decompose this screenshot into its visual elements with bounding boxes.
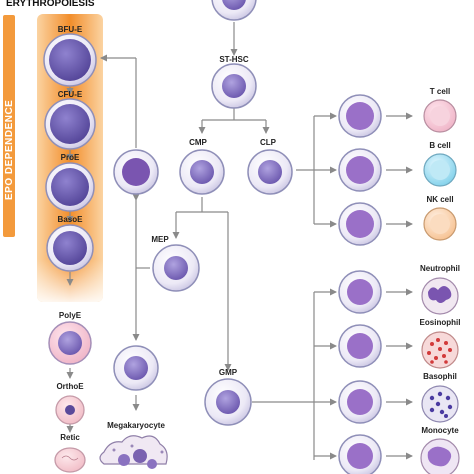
- t-cell: [423, 99, 457, 133]
- b-cell: [423, 153, 457, 187]
- basoe-label: BasoE: [58, 215, 84, 224]
- basoe-cell: [46, 224, 94, 272]
- mep-label: MEP: [151, 235, 169, 244]
- clp-label: CLP: [260, 138, 277, 147]
- eosinophil-label: Eosinophil: [420, 318, 461, 327]
- polye-label: PolyE: [59, 311, 82, 320]
- eosinophil-precursor-cell: [338, 324, 382, 368]
- bfu-e-label: BFU-E: [58, 25, 83, 34]
- nk-cell: [423, 207, 457, 241]
- mature-myeloid-cells: Neutrophil Eosinophil Basophil Monocyte: [420, 264, 461, 474]
- monocyte-cell: [420, 438, 460, 474]
- t-cell-label: T cell: [430, 87, 450, 96]
- erythroid-precursor-cell: [113, 149, 159, 195]
- st-hsc-cell: [211, 63, 257, 109]
- orthoe-label: OrthoE: [56, 382, 84, 391]
- clp-cell: [247, 149, 293, 195]
- t-precursor-cell: [338, 94, 382, 138]
- gmp-cell: [204, 378, 252, 426]
- megakaryocyte-precursor-cell: [113, 345, 159, 391]
- b-cell-label: B cell: [429, 141, 450, 150]
- myeloid-precursors: [338, 270, 382, 474]
- nk-cell-label: NK cell: [426, 195, 453, 204]
- megakaryocyte-cell: [99, 435, 168, 469]
- connectors: [66, 22, 413, 460]
- progenitor-labels: ST-HSC CMP CLP MEP GMP Megakaryocyte: [107, 55, 277, 430]
- neutrophil-cell: [421, 277, 459, 315]
- cfu-e-label: CFU-E: [58, 90, 83, 99]
- b-precursor-cell: [338, 148, 382, 192]
- retic-cell: [54, 447, 86, 473]
- nk-precursor-cell: [338, 202, 382, 246]
- monocyte-precursor-cell: [338, 434, 382, 474]
- proe-cell: [45, 162, 95, 212]
- polye-cell: [48, 321, 92, 365]
- monocyte-label: Monocyte: [421, 426, 459, 435]
- basophil-cell: [421, 385, 459, 423]
- epo-dependence-label: EPO DEPENDENCE: [4, 100, 15, 200]
- cmp-label: CMP: [189, 138, 207, 147]
- retic-label: Retic: [60, 433, 80, 442]
- lymphoid-precursors: [338, 94, 382, 246]
- diagram-title: ERYTHROPOIESIS: [6, 0, 95, 9]
- cfu-e-cell: [44, 98, 96, 150]
- proe-label: ProE: [61, 153, 80, 162]
- bfu-e-cell: [43, 33, 97, 87]
- neutrophil-label: Neutrophil: [420, 264, 460, 273]
- orthoe-cell: [55, 395, 85, 425]
- basophil-label: Basophil: [423, 372, 457, 381]
- gmp-label: GMP: [219, 368, 238, 377]
- stem-and-progenitor-cells: [99, 0, 293, 469]
- erythroid-lineage: [43, 33, 97, 473]
- basophil-precursor-cell: [338, 380, 382, 424]
- megakaryocyte-label: Megakaryocyte: [107, 421, 165, 430]
- eosinophil-cell: [421, 331, 459, 369]
- hsc-cell: [211, 0, 257, 21]
- neutrophil-precursor-cell: [338, 270, 382, 314]
- erythroid-labels: BFU-E CFU-E ProE BasoE PolyE OrthoE Reti…: [56, 25, 84, 442]
- mature-lymphoid-cells: T cell B cell NK cell: [423, 87, 457, 241]
- cmp-cell: [179, 149, 225, 195]
- st-hsc-label: ST-HSC: [219, 55, 249, 64]
- mep-cell: [152, 244, 200, 292]
